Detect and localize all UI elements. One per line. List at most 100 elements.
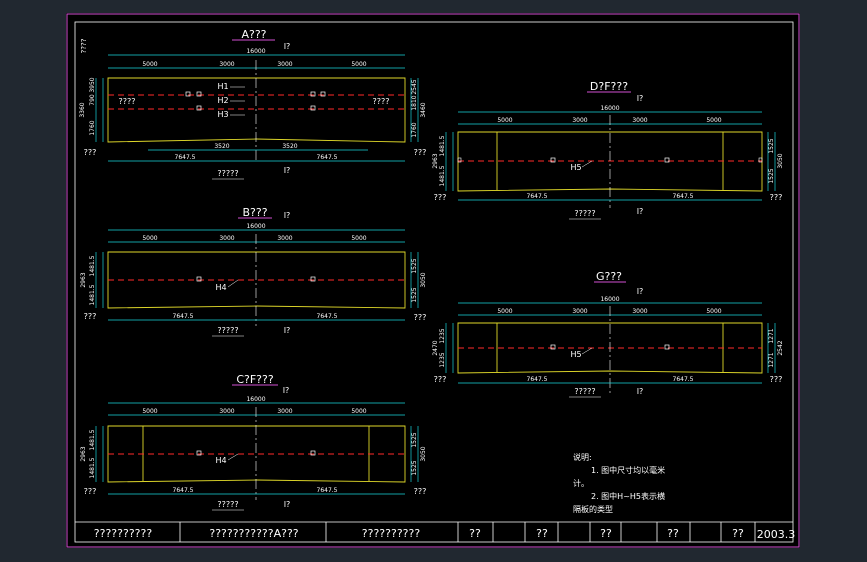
title-block-cell-7: ?? [667, 527, 679, 540]
panel-b-seg-3: 3000 [277, 235, 292, 242]
panel-c-bottom-mark: I? [284, 500, 291, 509]
panel-c-center-mark: I? [283, 386, 290, 395]
title-block-date: 2003.3 [757, 528, 796, 541]
panel-g-outline [457, 322, 763, 374]
panel-a-height-r2: 1810 [411, 95, 418, 110]
notes-line-4: 隔板的类型 [573, 504, 613, 514]
panel-d-half-1: 7647.5 [527, 193, 548, 200]
panel-c-seg-4: 5000 [351, 408, 366, 415]
panel-d-hole-label: H5 [570, 163, 581, 172]
panel-b-title: B??? [242, 206, 267, 219]
panel-c-total: 16000 [246, 396, 265, 403]
panel-a-seg-2: 3000 [219, 61, 234, 68]
panel-a-bottom-dim-1: 3520 [214, 143, 229, 150]
hole [310, 91, 316, 97]
panel-g-total: 16000 [600, 296, 619, 303]
panel-b-half-1: 7647.5 [173, 313, 194, 320]
panel-g-height-r1: 1271 [768, 328, 775, 343]
drawing-sheet [66, 13, 800, 548]
panel-d-height-l1: 2963 [432, 153, 439, 168]
notes: 说明: 1. 图中尺寸均以毫米 计。 2. 图中H~H5表示横 隔板的类型 [573, 452, 665, 514]
panel-a-height-l1: 3360 [79, 102, 86, 117]
panel-d-center-mark: I? [637, 94, 644, 103]
panel-g: G??? I? 16000 5000 3000 3000 5000 H5 247… [432, 270, 784, 398]
panel-a-height-r3: 3460 [420, 102, 427, 117]
panel-a-title: A??? [241, 28, 266, 41]
panel-a-height-l3: 3950 [89, 77, 96, 92]
title-block-cell-4: ?? [469, 527, 481, 540]
panel-g-bottom-mark: I? [637, 387, 644, 396]
panel-d-total: 16000 [600, 105, 619, 112]
panel-a-outline [107, 77, 406, 143]
hole [550, 344, 556, 350]
panel-a-hole-label-2: H2 [217, 96, 228, 105]
panel-d: D?F??? I? 16000 5000 3000 3000 5000 H5 2… [432, 80, 784, 220]
panel-d-outline [457, 131, 763, 192]
panel-g-center-mark: I? [637, 287, 644, 296]
leader [227, 453, 239, 461]
panel-c-half-2: 7647.5 [317, 487, 338, 494]
panel-b-center-mark: I? [284, 211, 291, 220]
title-block-cell-3: ?????????? [362, 527, 421, 540]
panel-b-seg-4: 5000 [351, 235, 366, 242]
panel-b-seg-2: 3000 [219, 235, 234, 242]
leader [581, 347, 593, 355]
hole [196, 91, 202, 97]
panel-d-bottom-label: ????? [574, 209, 595, 218]
panel-d-bottom-mark: I? [637, 207, 644, 216]
title-block-cell-6: ?? [600, 527, 612, 540]
panel-g-bottom-label: ????? [574, 387, 595, 396]
panel-c-height-r1: 1525 [411, 432, 418, 447]
panel-b: B??? I? 16000 5000 3000 3000 5000 H4 296… [80, 206, 427, 337]
notes-line-3: 2. 图中H~H5表示横 [591, 491, 665, 501]
panel-a-total: 16000 [246, 48, 265, 55]
panel-g-seg-1: 5000 [497, 308, 512, 315]
panel-g-half-2: 7647.5 [673, 376, 694, 383]
panel-c-seg-1: 5000 [142, 408, 157, 415]
panel-d-height-r3: 1525 [768, 168, 775, 183]
panel-c-bottom-label: ????? [217, 500, 238, 509]
hole [550, 157, 556, 163]
leader [227, 279, 239, 288]
panel-c-height-l2: 1481.5 [89, 429, 96, 450]
notes-line-2: 计。 [573, 478, 589, 488]
panel-a-left-label: ???? [119, 97, 136, 106]
panel-c-half-1: 7647.5 [173, 487, 194, 494]
panel-a-half-2: 7647.5 [317, 154, 338, 161]
panel-b-height-l3: 1481.5 [89, 284, 96, 305]
panel-a-right-label: ???? [373, 97, 390, 106]
panel-a-height-r1: 2545 [411, 79, 418, 94]
panel-g-height-r3: 1271 [768, 352, 775, 367]
panel-c-height-l3: 1481.5 [89, 457, 96, 478]
sheet-border [66, 13, 800, 548]
title-block-cell-1: ?????????? [94, 527, 153, 540]
hole [196, 450, 202, 456]
hole [196, 105, 202, 111]
panel-b-bottom-mark: I? [284, 326, 291, 335]
panel-c-hole-label: H4 [215, 456, 226, 465]
panel-b-bottom-label: ????? [217, 326, 238, 335]
panel-a-bottom-dim-2: 3520 [282, 143, 297, 150]
panel-g-seg-3: 3000 [632, 308, 647, 315]
panel-a-left-total-label: ???? [80, 38, 88, 53]
panel-b-half-2: 7647.5 [317, 313, 338, 320]
title-block-cell-5: ?? [536, 527, 548, 540]
panel-d-height-l2: 1481.5 [439, 135, 446, 156]
panel-a-seg-3: 3000 [277, 61, 292, 68]
panel-b-height-l1: 2963 [80, 272, 87, 287]
panel-g-seg-4: 5000 [706, 308, 721, 315]
panel-g-height-l2: 1235 [439, 328, 446, 343]
panel-a-half-1: 7647.5 [175, 154, 196, 161]
panel-c: C?F??? I? 16000 5000 3000 3000 5000 H4 2… [80, 373, 427, 511]
panel-c-seg-2: 3000 [219, 408, 234, 415]
panel-a-height-l4: 1760 [89, 120, 96, 135]
panel-g-height-r2: 2542 [777, 340, 784, 355]
panel-a-center-mark: I? [284, 42, 291, 51]
panel-a-hole-label-1: H1 [217, 82, 228, 91]
panel-g-height-l3: 1235 [439, 352, 446, 367]
panel-a-hole-label-3: H3 [217, 110, 228, 119]
panel-a-bottom-mark: I? [284, 166, 291, 175]
panel-a-corner-right: ??? [414, 148, 427, 157]
panel-g-hole-label: H5 [570, 350, 581, 359]
